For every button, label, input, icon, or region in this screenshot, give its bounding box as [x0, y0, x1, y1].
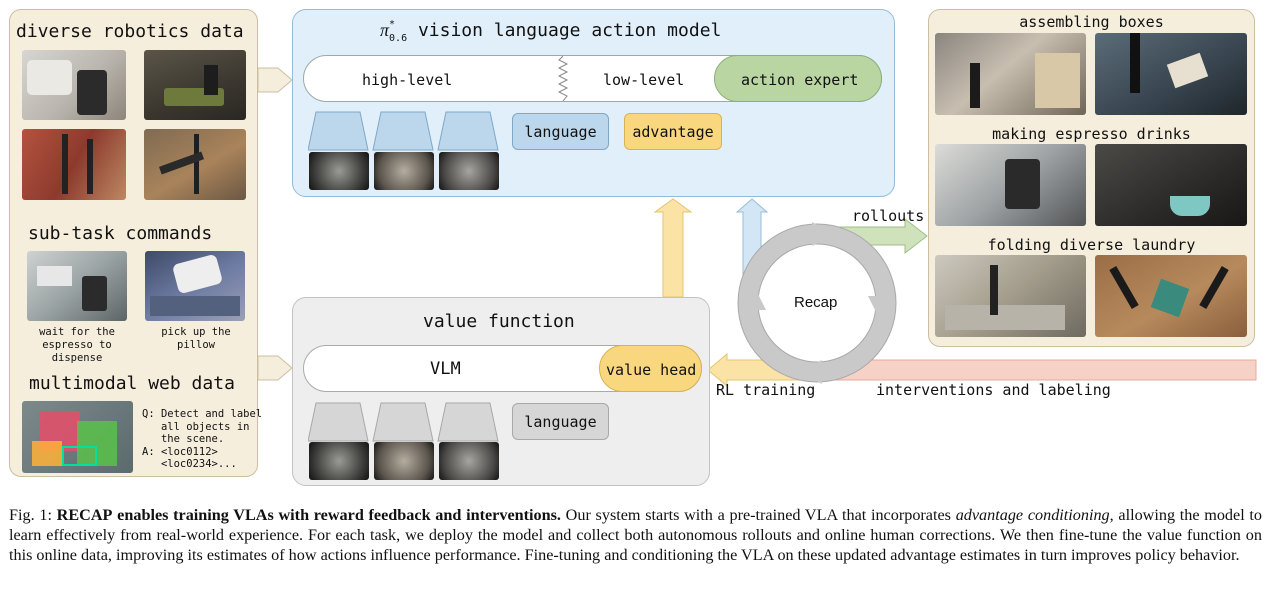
subtask-photo-pillow [145, 251, 245, 321]
action-expert-block [714, 55, 882, 102]
vf-image-token-2 [372, 402, 434, 442]
task-title-espresso: making espresso drinks [992, 125, 1191, 143]
vla-camera-3 [439, 152, 499, 190]
task-photo-espresso-1 [935, 144, 1086, 226]
arrow-advantage-up [653, 198, 693, 298]
subtask-caption-pillow: pick up the pillow [161, 326, 231, 351]
caption-italic: advantage conditioning [955, 506, 1110, 524]
interventions-bar [819, 359, 1257, 381]
robot-photo-workbench [144, 129, 246, 200]
interventions-label: interventions and labeling [876, 381, 1111, 399]
vf-camera-1 [309, 442, 369, 480]
caption-bold: RECAP enables training VLAs with reward … [57, 506, 561, 524]
vf-camera-2 [374, 442, 434, 480]
vla-title: π*0.6 vision language action model [380, 19, 722, 44]
pi-symbol: π [380, 20, 390, 40]
vla-camera-1 [309, 152, 369, 190]
vla-camera-2 [374, 152, 434, 190]
caption-text-1: Our system starts with a pre-trained VLA… [560, 506, 956, 524]
rollouts-label: rollouts [852, 207, 925, 225]
subtask-caption-espresso: wait for the espresso to dispense [39, 326, 115, 364]
caption-bold-r: R [56, 506, 69, 524]
task-photo-laundry-1 [935, 255, 1086, 337]
task-photo-espresso-2 [1095, 144, 1247, 226]
value-function-title: value function [423, 311, 575, 332]
rl-training-label: RL training [716, 381, 816, 399]
pi-sub: 0.6 [389, 33, 408, 44]
vf-image-token-1 [308, 402, 369, 442]
caption-bold-recap: ECAP [68, 506, 113, 524]
vf-image-tokens [308, 402, 499, 442]
task-photo-laundry-2 [1095, 255, 1247, 337]
task-title-boxes: assembling boxes [1019, 13, 1164, 31]
zigzag-divider [557, 56, 569, 101]
arrow-data-to-vf [257, 355, 293, 381]
robot-photo-table [144, 50, 246, 120]
recap-cycle [737, 222, 897, 384]
task-photo-boxes-1 [935, 33, 1086, 115]
vla-language-token: language [512, 113, 609, 150]
figure-caption: Fig. 1: RECAP enables training VLAs with… [9, 505, 1262, 565]
fig-label: Fig. 1: [9, 506, 52, 524]
subtask-photo-espresso [27, 251, 127, 321]
action-expert-label: action expert [741, 71, 859, 89]
vlm-label: VLM [430, 359, 461, 379]
subtask-title: sub-task commands [28, 223, 213, 244]
value-head-block [599, 345, 702, 392]
caption-bold-rest: enables training VLAs with reward feedba… [112, 506, 561, 524]
vla-title-text: vision language action model [417, 20, 722, 41]
vf-language-token: language [512, 403, 609, 440]
web-data-title: multimodal web data [29, 373, 235, 394]
high-level-label: high-level [362, 71, 453, 89]
task-title-laundry: folding diverse laundry [987, 236, 1196, 254]
recap-label: Recap [794, 294, 838, 311]
task-photo-boxes-2 [1095, 33, 1247, 115]
low-level-label: low-level [603, 71, 685, 89]
vla-image-token-3 [437, 111, 499, 151]
robot-photo-bedroom [22, 50, 126, 120]
vf-image-token-3 [437, 402, 499, 442]
caption-text-2: , allowing the model to learn effectivel… [9, 506, 1263, 564]
value-head-label: value head [606, 361, 697, 379]
arrow-data-to-vla [257, 67, 293, 93]
robotics-data-title: diverse robotics data [16, 21, 244, 42]
vla-image-token-1 [308, 111, 369, 151]
vla-advantage-token: advantage [624, 113, 722, 150]
robot-photo-bricks [22, 129, 126, 200]
vla-image-tokens [308, 111, 499, 151]
web-data-qa: Q: Detect and label all objects in the s… [142, 408, 263, 470]
vf-camera-3 [439, 442, 499, 480]
vla-image-token-2 [372, 111, 434, 151]
web-data-photo [22, 401, 133, 473]
